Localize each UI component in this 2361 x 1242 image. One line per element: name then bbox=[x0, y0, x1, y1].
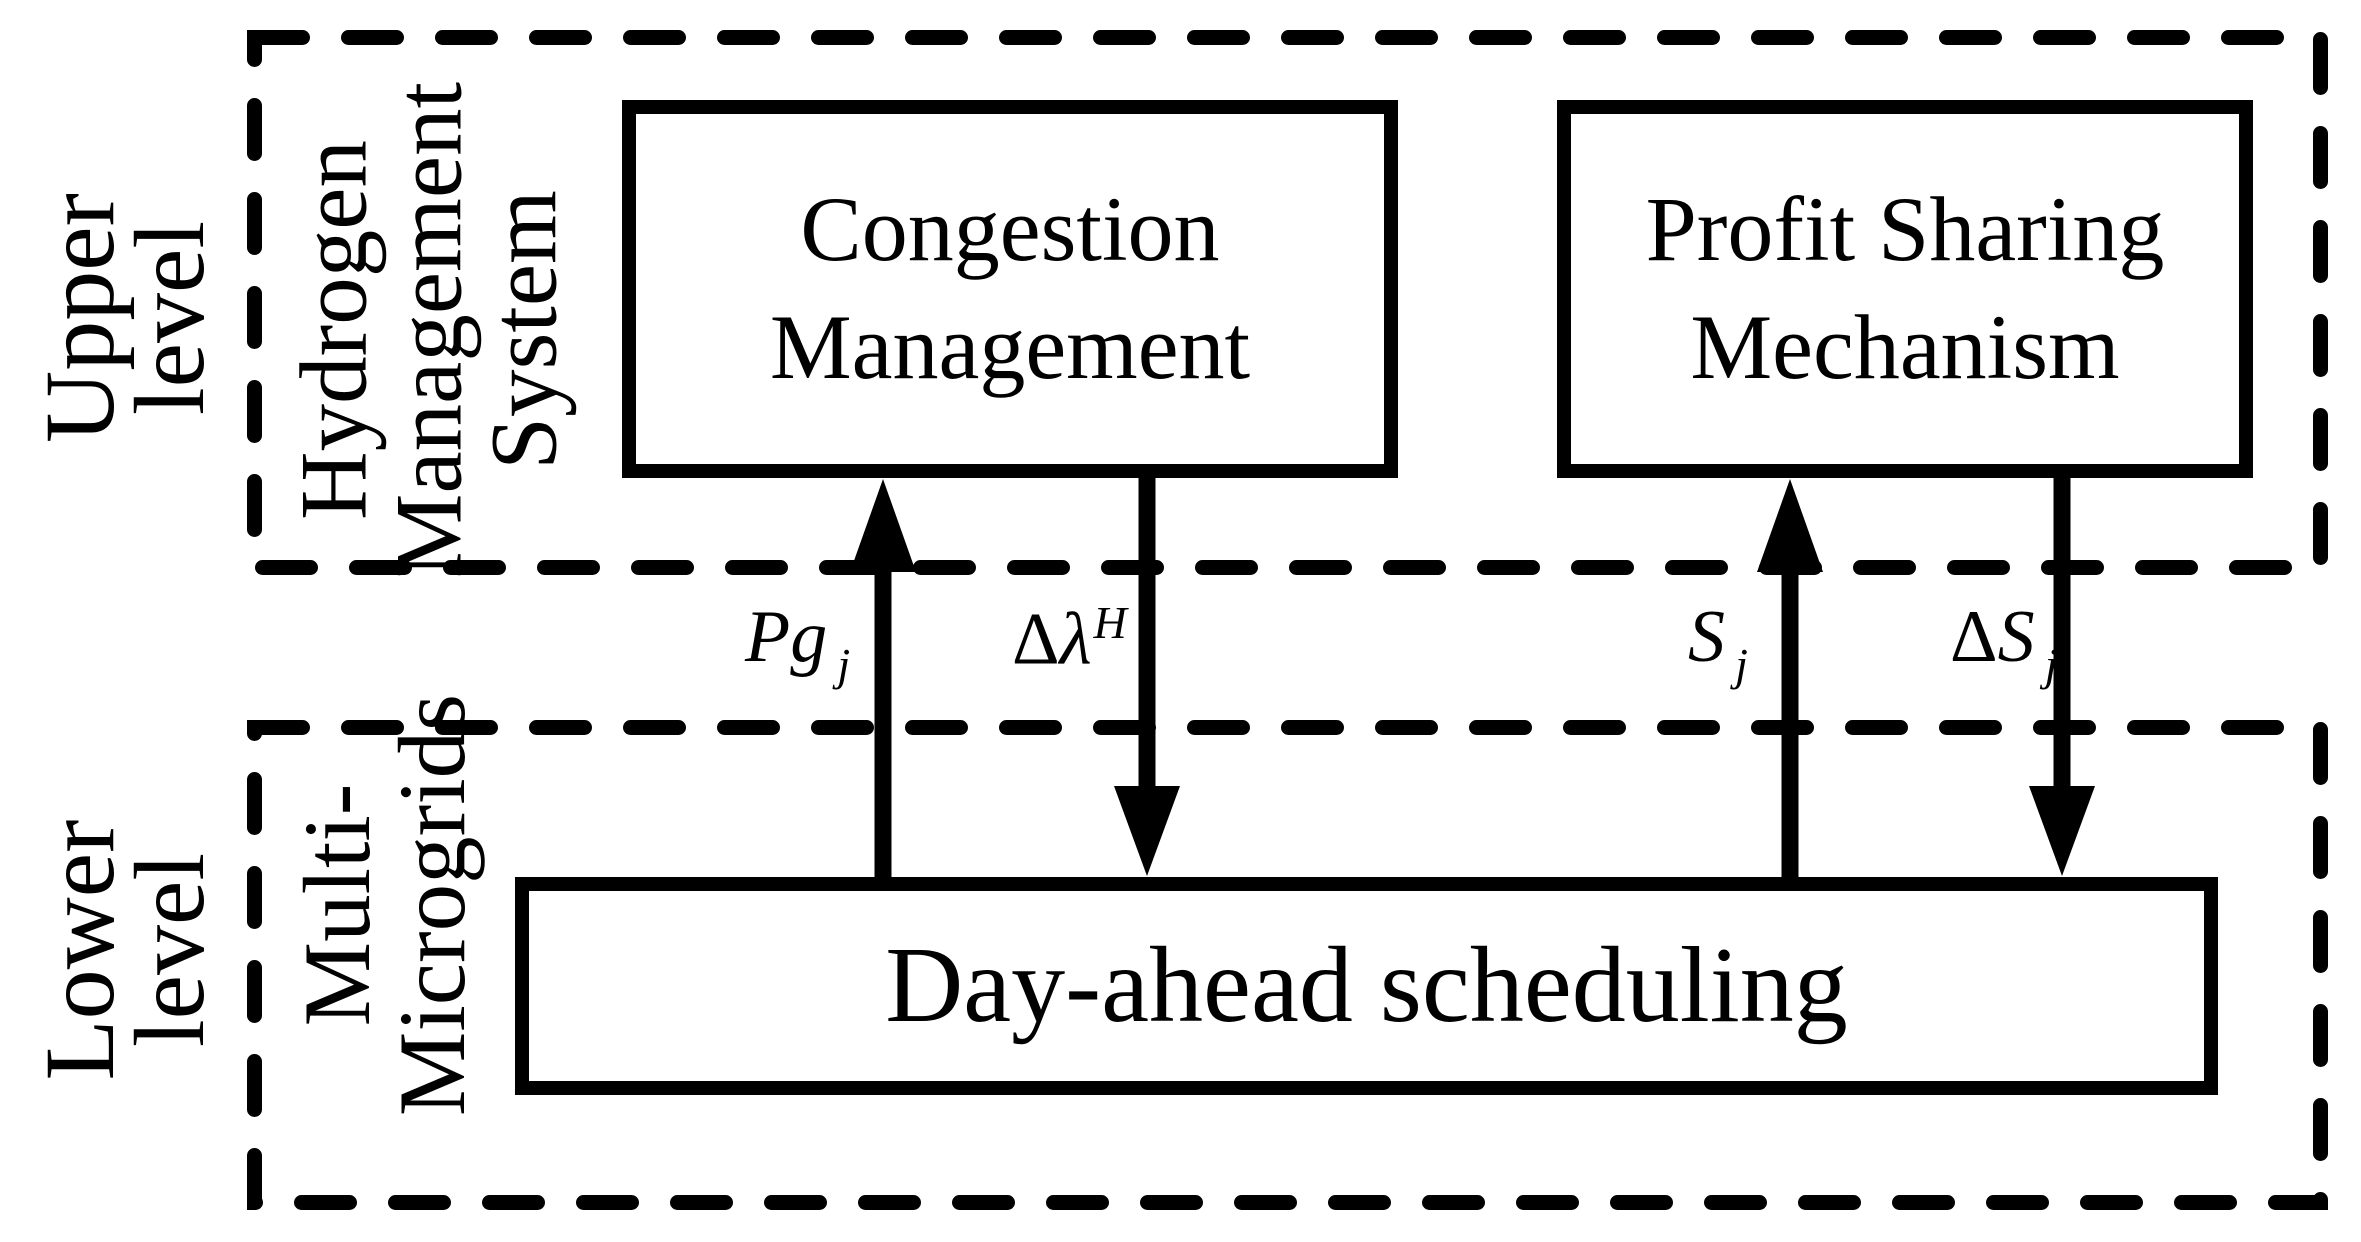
day-ahead-scheduling-box: Day-ahead scheduling bbox=[515, 877, 2218, 1095]
arrow-up-s-head bbox=[1757, 479, 1823, 572]
congestion-management-box: Congestion Management bbox=[622, 100, 1398, 478]
profit-sharing-label: Profit Sharing Mechanism bbox=[1645, 178, 2165, 398]
arrow-label-ds-base: S bbox=[1997, 596, 2035, 678]
upper-level-side-label: Upper level bbox=[24, 193, 225, 443]
arrow-label-s-sub: j bbox=[1735, 639, 1748, 691]
arrow-label-pg-sub: j bbox=[837, 639, 851, 691]
profit-sharing-box: Profit Sharing Mechanism bbox=[1557, 100, 2253, 478]
arrow-up-pg bbox=[850, 479, 916, 884]
arrow-down-ds-head bbox=[2029, 786, 2095, 876]
arrow-down-ds bbox=[2029, 470, 2095, 876]
lower-level-side-label: Lower level bbox=[24, 819, 225, 1081]
day-ahead-scheduling-label: Day-ahead scheduling bbox=[885, 926, 1848, 1045]
arrow-down-lambda bbox=[1114, 470, 1180, 876]
arrow-label-lambda-sup: H bbox=[1093, 597, 1127, 648]
lower-level-dashed-boundary bbox=[247, 720, 2328, 1210]
arrow-label-lambda: ΔλH bbox=[1012, 597, 1127, 677]
upper-level-dashed-boundary bbox=[247, 30, 2328, 575]
arrow-label-lambda-base: λ bbox=[1059, 598, 1092, 681]
arrow-label-ds-delta: Δ bbox=[1950, 596, 1998, 678]
hydrogen-management-system-label: Hydrogen Management System bbox=[280, 82, 577, 578]
arrow-label-pg-base: Pg bbox=[745, 596, 828, 678]
arrow-up-s bbox=[1757, 479, 1823, 884]
congestion-management-label: Congestion Management bbox=[769, 178, 1251, 398]
multi-microgrids-label: Multi- Microgrids bbox=[284, 693, 485, 1117]
arrow-up-pg-head bbox=[850, 479, 916, 572]
arrow-down-lambda-head bbox=[1114, 786, 1180, 876]
arrow-label-ds-sub: j bbox=[2044, 639, 2058, 691]
arrow-label-s-base: S bbox=[1688, 596, 1725, 678]
arrow-label-lambda-delta: Δ bbox=[1012, 598, 1060, 681]
